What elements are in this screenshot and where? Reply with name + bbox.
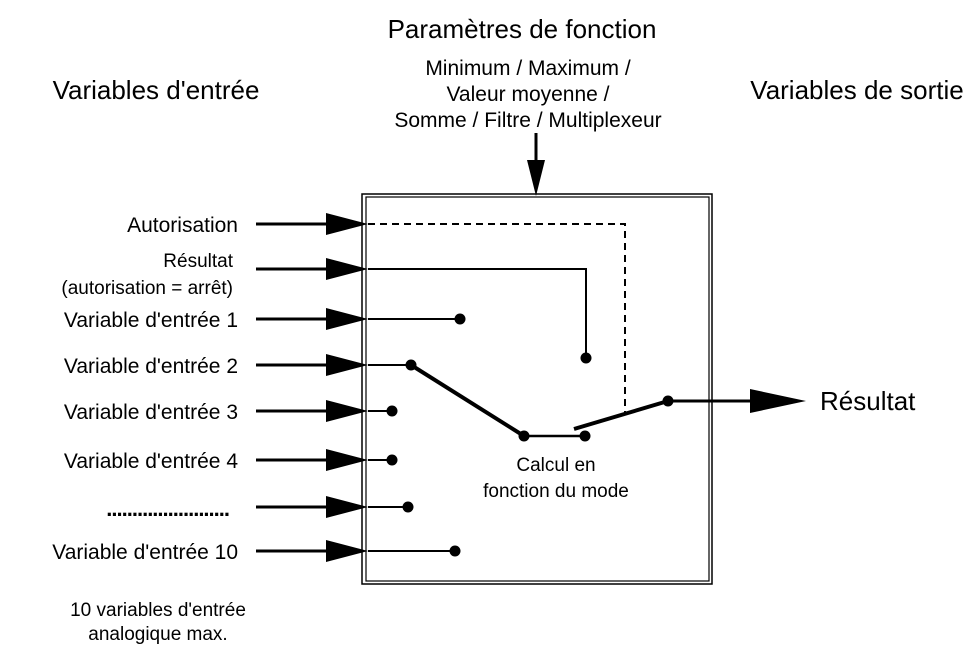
enable-switch-arm [573,399,669,431]
input-arrow-var10 [256,540,368,562]
contact-dot-resultat [580,352,592,364]
input-label-resultat-line2: (autorisation = arrêt) [61,278,233,299]
input-label-resultat-line1: Résultat [163,251,233,272]
input-arrow-var4 [256,449,368,471]
input-vars-title: Variables d'entrée [53,75,260,105]
selector-switch-arm [409,363,526,438]
contact-dot-var4 [386,454,398,466]
calc-label-line2: fonction du mode [483,481,629,502]
contact-dots [386,313,674,557]
contact-dot-var10 [449,545,461,557]
input-label-ellipsis: ........................ [106,496,229,521]
contact-dot-var3 [386,405,398,417]
output-label: Résultat [820,386,916,416]
function-params-title: Paramètres de fonction [388,14,657,44]
input-label-autorisation: Autorisation [127,214,238,237]
input-arrow-autorisation [256,213,368,235]
footnote-line2: analogique max. [88,624,227,645]
input-label-var1: Variable d'entrée 1 [64,309,238,332]
calc-label-line1: Calcul en [516,455,595,476]
input-label-var3: Variable d'entrée 3 [64,401,238,424]
input-arrow-resultat [256,258,368,280]
function-list-line-1: Minimum / Maximum / [425,57,631,80]
autorisation-dashed-line [368,223,626,413]
resultat-feedback-line [368,268,587,358]
contact-dot-output [662,395,674,407]
input-label-var10: Variable d'entrée 10 [52,541,238,564]
input-arrow-ellipsis [256,496,368,518]
contact-dot-var2 [405,359,417,371]
contact-dot-calc-left [518,430,530,442]
output-vars-title: Variables de sortie [750,75,963,105]
function-block [361,193,713,585]
contact-dot-ellipsis [402,501,414,513]
input-label-var2: Variable d'entrée 2 [64,355,238,378]
function-list-line-3: Somme / Filtre / Multiplexeur [394,109,661,132]
input-arrow-var3 [256,400,368,422]
input-label-var4: Variable d'entrée 4 [64,450,238,473]
contact-dot-var1 [454,313,466,325]
input-arrow-var2 [256,354,368,376]
contact-dot-calc-right [579,430,591,442]
function-list-line-2: Valeur moyenne / [446,83,609,106]
footnote-line1: 10 variables d'entrée [70,600,246,621]
input-arrow-var1 [256,308,368,330]
output-arrow [668,389,806,413]
function-params-arrow [527,133,545,196]
